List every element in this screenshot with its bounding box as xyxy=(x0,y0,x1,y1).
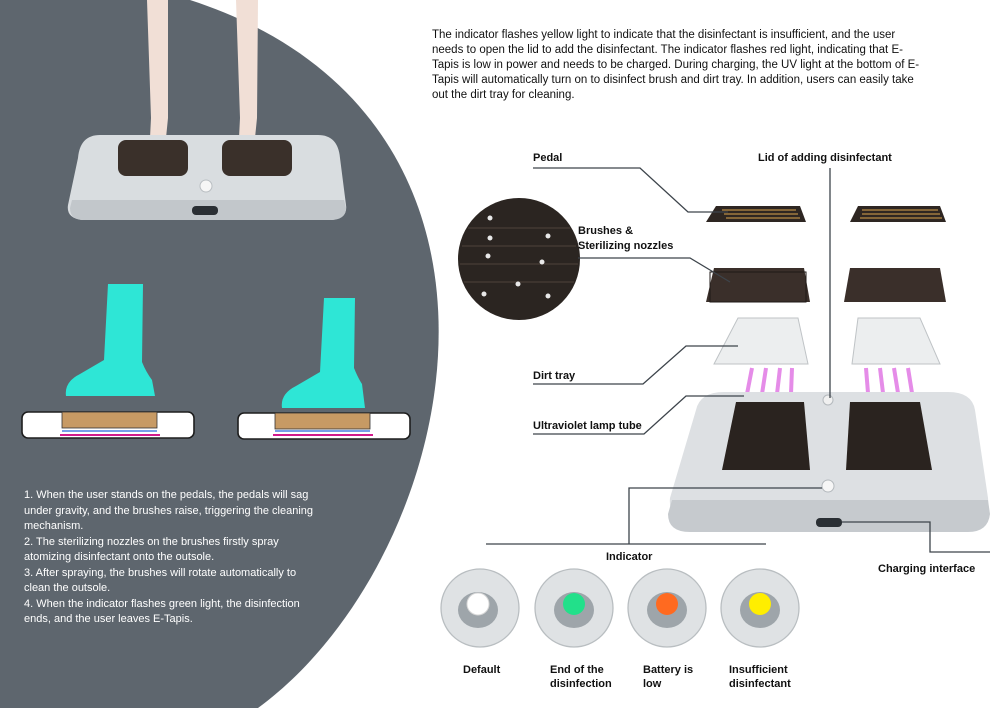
led-low-battery xyxy=(656,593,678,615)
label-uv-lamp: Ultraviolet lamp tube xyxy=(533,420,642,432)
led-end xyxy=(563,593,585,615)
brush-zoom-circle xyxy=(458,198,580,320)
label-pedal: Pedal xyxy=(533,152,563,164)
label-charging: Charging interface xyxy=(878,563,976,575)
foot-illustration-1 xyxy=(21,284,195,439)
exploded-view xyxy=(458,198,990,532)
description-paragraph: The indicator flashes yellow light to in… xyxy=(432,29,920,101)
dirt-tray-right xyxy=(851,317,941,365)
device-top-illustration xyxy=(67,135,347,220)
indicator-low-battery xyxy=(627,568,707,648)
step-1: 1. When the user stands on the pedals, t… xyxy=(24,489,314,532)
leader-lines xyxy=(486,167,990,553)
brush-left xyxy=(706,268,810,302)
label-brushes: Brushes & Sterilizing nozzles xyxy=(578,225,674,252)
indicator-label-default: Default xyxy=(463,664,501,676)
brush-right xyxy=(844,268,946,302)
indicator-default xyxy=(440,568,520,648)
foot-illustration-2 xyxy=(237,298,411,440)
indicator-buttons xyxy=(440,568,800,648)
dirt-tray-left xyxy=(713,317,809,365)
indicator-insufficient xyxy=(720,568,800,648)
indicator-end xyxy=(534,568,614,648)
step-2: 2. The sterilizing nozzles on the brushe… xyxy=(24,535,279,564)
label-indicator: Indicator xyxy=(606,551,653,563)
led-default xyxy=(466,592,490,616)
step-4: 4. When the indicator flashes green ligh… xyxy=(24,597,300,626)
label-lid: Lid of adding disinfectant xyxy=(758,152,892,164)
step-3: 3. After spraying, the brushes will rota… xyxy=(24,566,297,595)
led-insufficient xyxy=(749,593,771,615)
steps-list: 1. When the user stands on the pedals, t… xyxy=(24,488,318,628)
label-dirt-tray: Dirt tray xyxy=(533,370,576,382)
